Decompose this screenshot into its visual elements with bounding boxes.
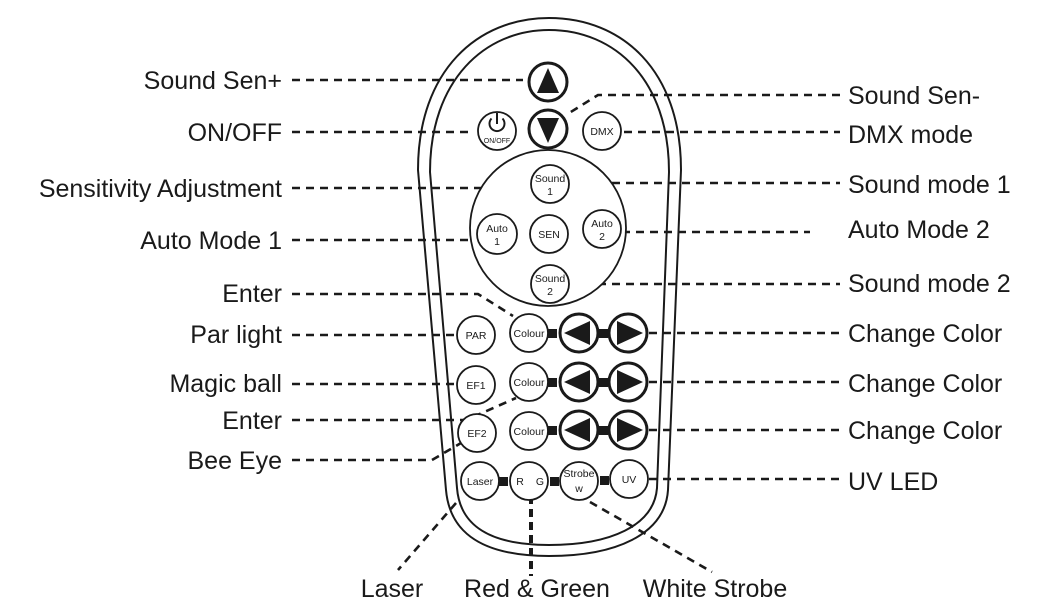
uv-button-label: UV — [622, 474, 637, 486]
remote-outer-outline — [416, 16, 683, 558]
leader-sound-sen-minus — [565, 93, 840, 117]
strobe-button-label: Strobe — [564, 468, 595, 480]
sound-2-label: Sound — [535, 273, 566, 285]
right-arrow-icon — [617, 370, 643, 394]
auto-1-button: Auto 1 — [476, 213, 518, 255]
label-sound-mode-2: Sound mode 2 — [848, 270, 1011, 298]
sound-1-label: Sound — [535, 173, 566, 185]
on-off-button-label: ON/OFF — [484, 138, 510, 145]
auto-1-label: Auto — [486, 223, 508, 235]
svg-text:2: 2 — [547, 286, 553, 298]
leader-bee-eye — [292, 441, 462, 462]
sound-1-number: 1 — [547, 186, 553, 198]
label-magic-ball: Magic ball — [169, 370, 282, 398]
sound-2-button: Sound 2 — [530, 264, 570, 304]
colour-button-3 — [509, 411, 549, 451]
uv-button — [609, 459, 649, 499]
leader-laser — [397, 502, 457, 571]
sound-1-button: Sound 1 — [530, 164, 570, 204]
label-uv-led: UV LED — [848, 468, 938, 496]
sound-sen-minus-button — [527, 108, 569, 150]
ef1-row: EF1 Colour — [456, 361, 649, 405]
svg-text:Auto: Auto — [591, 218, 613, 230]
label-on-off: ON/OFF — [188, 119, 282, 147]
auto-1-number: 1 — [494, 236, 500, 248]
label-red-green: Red & Green — [464, 575, 610, 603]
ef2-button — [457, 413, 497, 453]
label-laser: Laser — [361, 575, 424, 603]
colour-button-1-label: Colour — [514, 328, 545, 340]
right-arrow-icon — [617, 321, 643, 345]
laser-button — [460, 461, 500, 501]
label-par-light: Par light — [190, 321, 282, 349]
label-change-color-2: Change Color — [848, 370, 1002, 398]
bottom-row: Laser R G Strobe w UV — [460, 459, 649, 501]
auto-2-button: Auto 2 — [582, 209, 622, 249]
colour-button-2 — [509, 362, 549, 402]
down-arrow-icon — [537, 118, 559, 143]
label-enter-top: Enter — [222, 280, 282, 308]
par-button-label: PAR — [466, 330, 487, 342]
svg-text:1: 1 — [494, 236, 500, 248]
label-sound-sen-minus: Sound Sen- — [848, 82, 980, 110]
auto-2-number: 2 — [599, 231, 605, 243]
remote-inner-outline — [428, 28, 671, 547]
label-dmx-mode: DMX mode — [848, 121, 973, 149]
colour-button-2-label: Colour — [514, 377, 545, 389]
up-arrow-icon — [537, 68, 559, 93]
right-arrow-icon — [617, 418, 643, 442]
on-off-button: ON/OFF — [477, 111, 517, 151]
label-auto-mode-1: Auto Mode 1 — [140, 227, 282, 255]
left-arrow-icon — [564, 370, 590, 394]
svg-text:Auto: Auto — [486, 223, 508, 235]
label-enter-bottom: Enter — [222, 407, 282, 435]
leader-white-strobe — [589, 500, 713, 574]
red-green-button — [509, 461, 549, 501]
laser-button-label: Laser — [467, 476, 494, 488]
sen-button: SEN — [529, 214, 569, 254]
leader-enter-top — [292, 292, 514, 318]
par-button — [456, 315, 496, 355]
colour-button-3-label: Colour — [514, 426, 545, 438]
sound-2-number: 2 — [547, 286, 553, 298]
ef1-button-label: EF1 — [466, 380, 485, 392]
power-icon — [488, 113, 506, 133]
svg-text:Sound: Sound — [535, 273, 566, 285]
left-arrow-icon — [564, 321, 590, 345]
dmx-button: DMX — [582, 111, 622, 151]
label-white-strobe: White Strobe — [643, 575, 788, 603]
label-bee-eye: Bee Eye — [187, 447, 282, 475]
label-sound-sen-plus: Sound Sen+ — [144, 67, 282, 95]
label-auto-mode-2: Auto Mode 2 — [848, 216, 990, 244]
colour-button-1 — [509, 313, 549, 353]
dmx-button-label: DMX — [590, 126, 613, 138]
red-button-label: R — [516, 476, 524, 488]
ef1-button — [456, 365, 496, 405]
auto-2-label: Auto — [591, 218, 613, 230]
strobe-button-w-label: w — [574, 483, 583, 495]
label-sensitivity-adjustment: Sensitivity Adjustment — [39, 175, 282, 203]
ef2-row: EF2 Colour — [457, 409, 649, 453]
svg-text:1: 1 — [547, 186, 553, 198]
strobe-button — [559, 461, 599, 501]
ef2-button-label: EF2 — [467, 428, 486, 440]
svg-text:2: 2 — [599, 231, 605, 243]
label-sound-mode-1: Sound mode 1 — [848, 171, 1011, 199]
sen-button-label: SEN — [538, 229, 560, 241]
label-change-color-1: Change Color — [848, 320, 1002, 348]
sound-sen-plus-button — [527, 61, 569, 103]
svg-text:Sound: Sound — [535, 173, 566, 185]
par-row: PAR Colour — [456, 312, 649, 355]
label-change-color-3: Change Color — [848, 417, 1002, 445]
green-button-label: G — [536, 476, 544, 488]
left-arrow-icon — [564, 418, 590, 442]
